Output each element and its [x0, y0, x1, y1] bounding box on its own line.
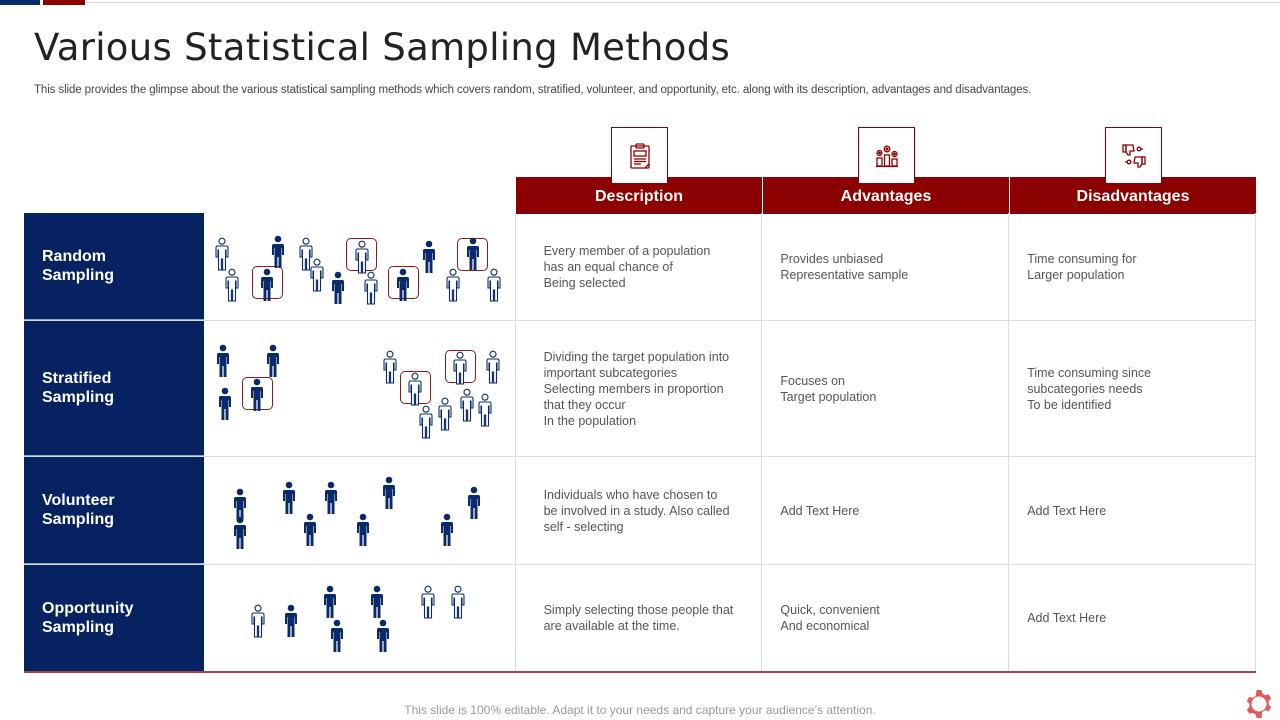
person-outline-icon	[364, 271, 378, 305]
table-row-random: Random Sampling Every member of a popula…	[24, 213, 1257, 321]
person-outline-icon	[251, 604, 265, 638]
clipboard-icon	[629, 142, 650, 169]
selection-box	[251, 266, 283, 299]
person-outline-icon	[487, 268, 501, 302]
disadvantages-random: Time consuming for Larger population	[1009, 213, 1257, 320]
person-solid-icon	[216, 344, 230, 378]
sampling-methods-table: Random Sampling Every member of a popula…	[24, 213, 1257, 673]
person-outline-icon	[421, 585, 435, 619]
person-solid-icon	[440, 513, 454, 547]
person-outline-icon	[310, 258, 324, 292]
person-solid-icon	[324, 481, 338, 515]
person-solid-icon	[382, 476, 396, 510]
description-stratified: Dividing the target population into impo…	[516, 321, 763, 456]
advantages-icon-box	[858, 127, 915, 184]
row-label-stratified: Stratified Sampling	[24, 321, 204, 456]
person-solid-icon	[466, 237, 480, 271]
table-row-volunteer: Volunteer Sampling Individuals who have …	[24, 457, 1257, 565]
volunteer-sampling-illustration	[204, 457, 516, 564]
header-disadvantages: Disadvantages	[1076, 187, 1190, 205]
person-outline-icon	[446, 268, 460, 302]
selection-box	[387, 266, 419, 299]
person-outline-icon	[478, 393, 492, 427]
accent-bar-navy	[0, 0, 40, 5]
advantages-opportunity: Quick, convenient And economical	[762, 565, 1010, 671]
random-sampling-illustration	[204, 213, 516, 320]
advantages-stratified: Focuses on Target population	[762, 321, 1010, 456]
disadvantages-opportunity: Add Text Here	[1009, 565, 1257, 671]
person-solid-icon	[282, 481, 296, 515]
person-solid-icon	[370, 585, 384, 619]
stratified-sampling-illustration	[204, 321, 516, 456]
person-outline-icon	[355, 240, 369, 274]
person-outline-icon	[486, 350, 500, 384]
person-outline-icon	[419, 405, 433, 439]
advantages-random: Provides unbiased Representative sample	[762, 213, 1010, 320]
person-solid-icon	[250, 378, 264, 412]
person-outline-icon	[460, 388, 474, 422]
person-solid-icon	[330, 619, 344, 653]
person-solid-icon	[396, 268, 410, 302]
person-solid-icon	[422, 240, 436, 274]
person-outline-icon	[451, 585, 465, 619]
person-solid-icon	[233, 516, 247, 550]
description-opportunity: Simply selecting those people that are a…	[516, 565, 763, 671]
person-solid-icon	[260, 268, 274, 302]
header-advantages: Advantages	[763, 177, 1010, 214]
person-solid-icon	[331, 271, 345, 305]
advantages-volunteer: Add Text Here	[762, 457, 1010, 564]
person-outline-icon	[225, 268, 239, 302]
person-solid-icon	[271, 235, 285, 269]
person-solid-icon	[323, 585, 337, 619]
disadvantages-volunteer: Add Text Here	[1009, 457, 1257, 564]
top-divider	[86, 2, 1280, 3]
person-outline-icon	[453, 351, 467, 385]
person-solid-icon	[303, 513, 317, 547]
person-solid-icon	[376, 619, 390, 653]
person-outline-icon	[215, 237, 229, 271]
row-label-volunteer: Volunteer Sampling	[24, 457, 204, 564]
table-row-opportunity: Opportunity Sampling Simply selecting th…	[24, 565, 1257, 673]
slide-title: Various Statistical Sampling Methods	[34, 26, 731, 69]
opportunity-sampling-illustration	[204, 565, 516, 671]
footer-note: This slide is 100% editable. Adapt it to…	[404, 703, 876, 717]
person-solid-icon	[266, 344, 280, 378]
podium-target-icon	[875, 145, 898, 167]
person-outline-icon	[408, 372, 422, 406]
person-outline-icon	[438, 397, 452, 431]
person-solid-icon	[218, 387, 232, 421]
person-solid-icon	[284, 604, 298, 638]
accent-bar-red	[43, 0, 85, 5]
disadvantages-icon-box	[1105, 127, 1162, 184]
header-description: Description	[516, 177, 763, 214]
description-volunteer: Individuals who have chosen to be involv…	[516, 457, 763, 564]
disadvantages-stratified: Time consuming since subcategories needs…	[1009, 321, 1257, 456]
slide-subtitle: This slide provides the glimpse about th…	[34, 84, 1032, 96]
person-outline-icon	[383, 350, 397, 384]
table-row-stratified: Stratified Sampling Dividing the target …	[24, 321, 1257, 457]
row-label-random: Random Sampling	[24, 213, 204, 320]
thumbs-down-icon	[1121, 143, 1146, 168]
description-random: Every member of a population has an equa…	[516, 213, 763, 320]
row-label-opportunity: Opportunity Sampling	[24, 565, 204, 671]
selection-box	[241, 377, 273, 410]
description-icon-box	[611, 127, 668, 184]
gear-icon[interactable]	[1243, 688, 1275, 720]
person-solid-icon	[467, 486, 481, 520]
person-solid-icon	[356, 513, 370, 547]
